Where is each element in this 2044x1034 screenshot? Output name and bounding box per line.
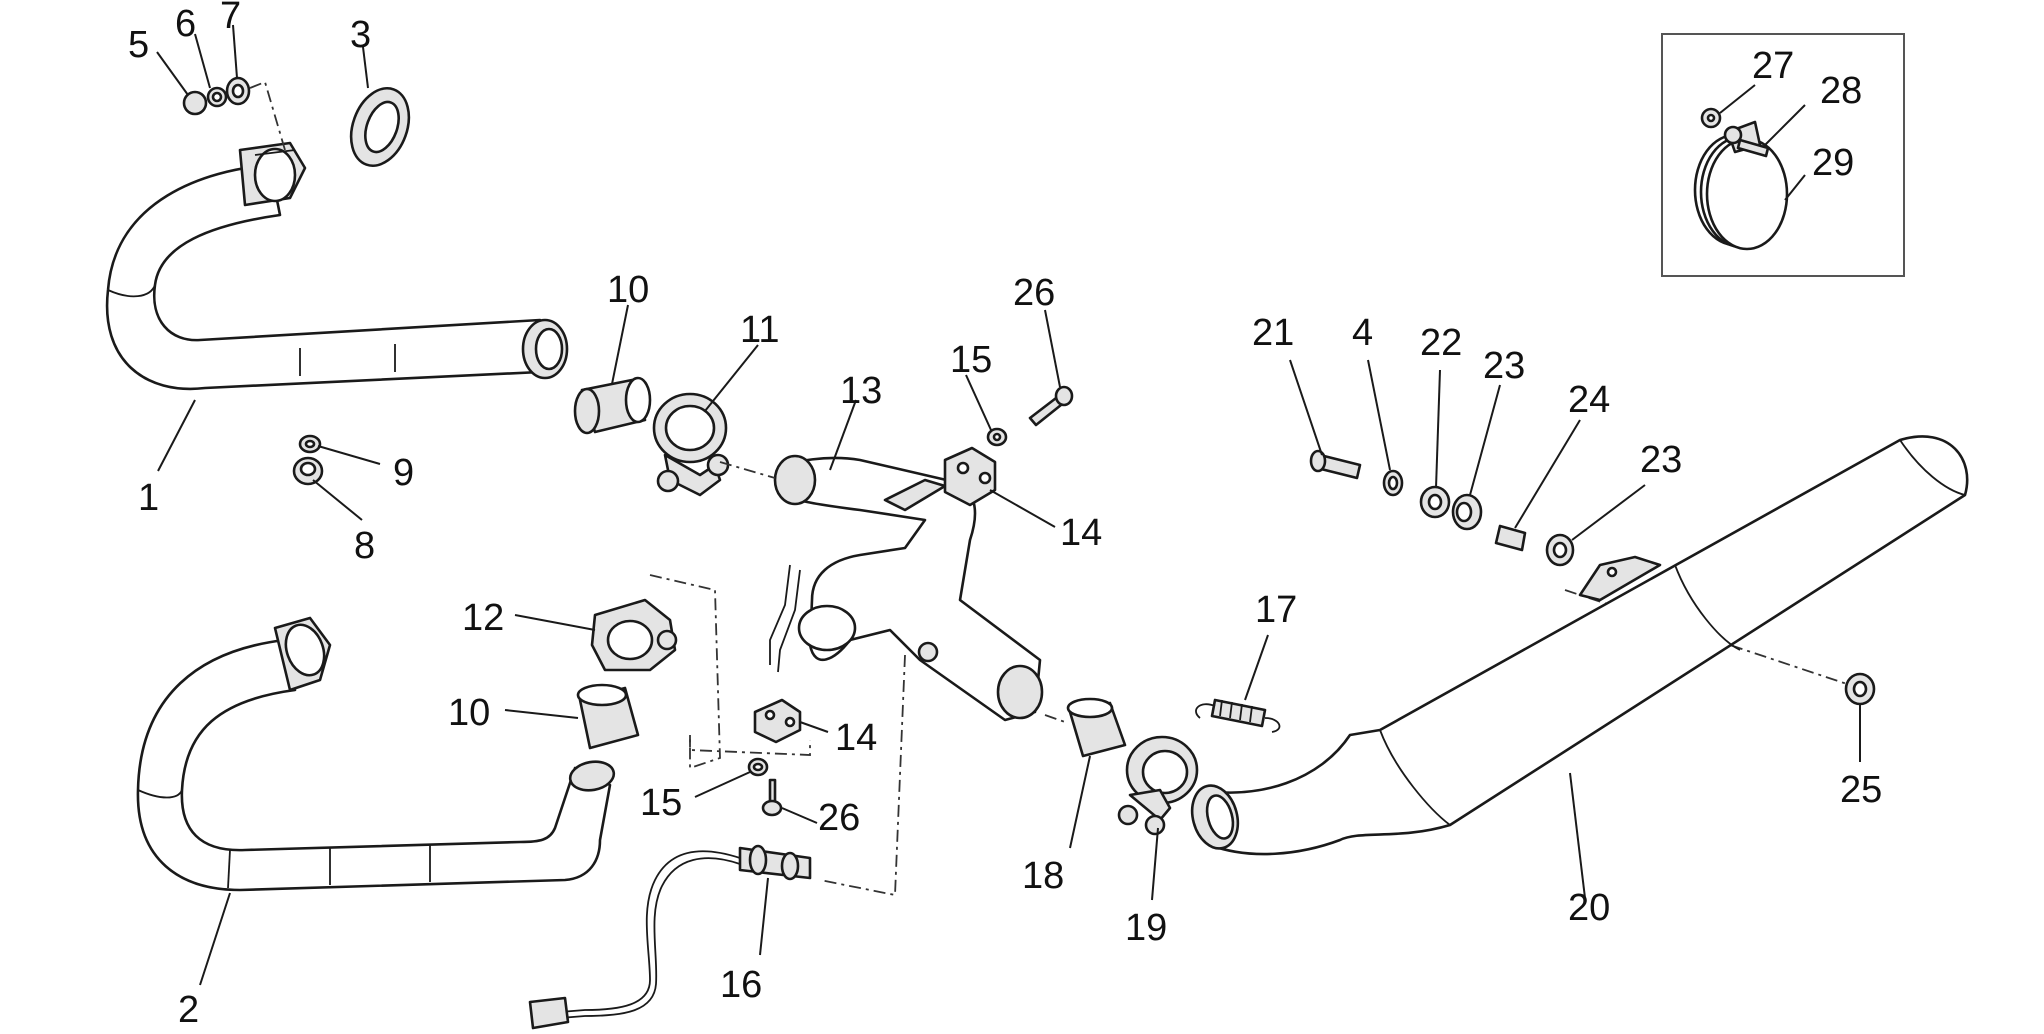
callout-10-lower: 10 [448, 692, 490, 734]
callout-20: 20 [1568, 887, 1610, 929]
callout-28: 28 [1820, 70, 1862, 112]
callout-21: 21 [1252, 312, 1294, 354]
callout-11: 11 [740, 309, 779, 351]
header-pipe-1 [105, 141, 569, 391]
header-pipe-2 [136, 616, 616, 892]
nut-bolt-15-26-upper [986, 385, 1074, 447]
muffler-20 [1190, 435, 1969, 856]
exhaust-gasket-3 [349, 86, 411, 168]
clamp-detail-inset [1661, 33, 1905, 277]
callout-2: 2 [178, 989, 199, 1031]
callout-5: 5 [128, 24, 149, 66]
spring-17 [1195, 698, 1281, 733]
callout-3: 3 [350, 14, 371, 56]
callout-4: 4 [1352, 312, 1373, 354]
callout-12: 12 [462, 597, 504, 639]
assembly-line-pipe1 [719, 461, 776, 479]
nut-25 [1844, 672, 1876, 706]
sleeve-18 [1066, 697, 1127, 758]
callout-labels: 5 6 7 3 1 9 8 10 11 13 15 26 14 12 10 14… [128, 0, 1882, 1031]
callout-14-lower: 14 [835, 717, 877, 759]
callout-16: 16 [720, 964, 762, 1006]
callout-18: 18 [1022, 855, 1064, 897]
assembly-line-sensor [819, 654, 906, 897]
bracket-14-lower [753, 698, 802, 744]
nut-washer-8-9 [292, 434, 324, 486]
sleeve-10-lower [576, 683, 640, 750]
callout-13: 13 [840, 370, 882, 412]
callout-15-lower: 15 [640, 782, 682, 824]
callout-26-upper: 26 [1013, 272, 1055, 314]
callout-27: 27 [1752, 45, 1794, 87]
callout-23-upper: 23 [1483, 345, 1525, 387]
callout-17: 17 [1255, 589, 1297, 631]
callout-14-upper: 14 [1060, 512, 1102, 554]
callout-26-lower: 26 [818, 797, 860, 839]
callout-25: 25 [1840, 769, 1882, 811]
callout-29: 29 [1812, 142, 1854, 184]
bracket-14-upper [943, 446, 997, 507]
callout-24: 24 [1568, 379, 1610, 421]
callout-7: 7 [220, 0, 241, 37]
nut-bolt-15-26-lower [747, 757, 783, 817]
assembly-line-lower-bracket [689, 735, 811, 756]
callout-9: 9 [393, 452, 414, 494]
nut-and-washers-5-6-7 [182, 76, 286, 151]
sleeve-10-upper [573, 376, 652, 435]
assembly-line-outlet [1044, 714, 1066, 723]
clamp-19 [1117, 735, 1199, 836]
clamp-11 [652, 392, 730, 497]
clamp-12 [590, 598, 678, 672]
lambda-sensor-16 [528, 844, 812, 1030]
assembly-line-clamp12 [649, 574, 721, 770]
y-collector-13 [769, 454, 1044, 722]
leader-lines [156, 24, 1861, 986]
callout-1: 1 [138, 477, 159, 519]
callout-8: 8 [354, 525, 375, 567]
callout-10-upper: 10 [607, 269, 649, 311]
callout-19: 19 [1125, 907, 1167, 949]
callout-23-lower: 23 [1640, 439, 1682, 481]
callout-6: 6 [175, 3, 196, 45]
mounting-hardware-21-24 [1309, 449, 1575, 567]
callout-15-upper: 15 [950, 339, 992, 381]
callout-22: 22 [1420, 322, 1462, 364]
